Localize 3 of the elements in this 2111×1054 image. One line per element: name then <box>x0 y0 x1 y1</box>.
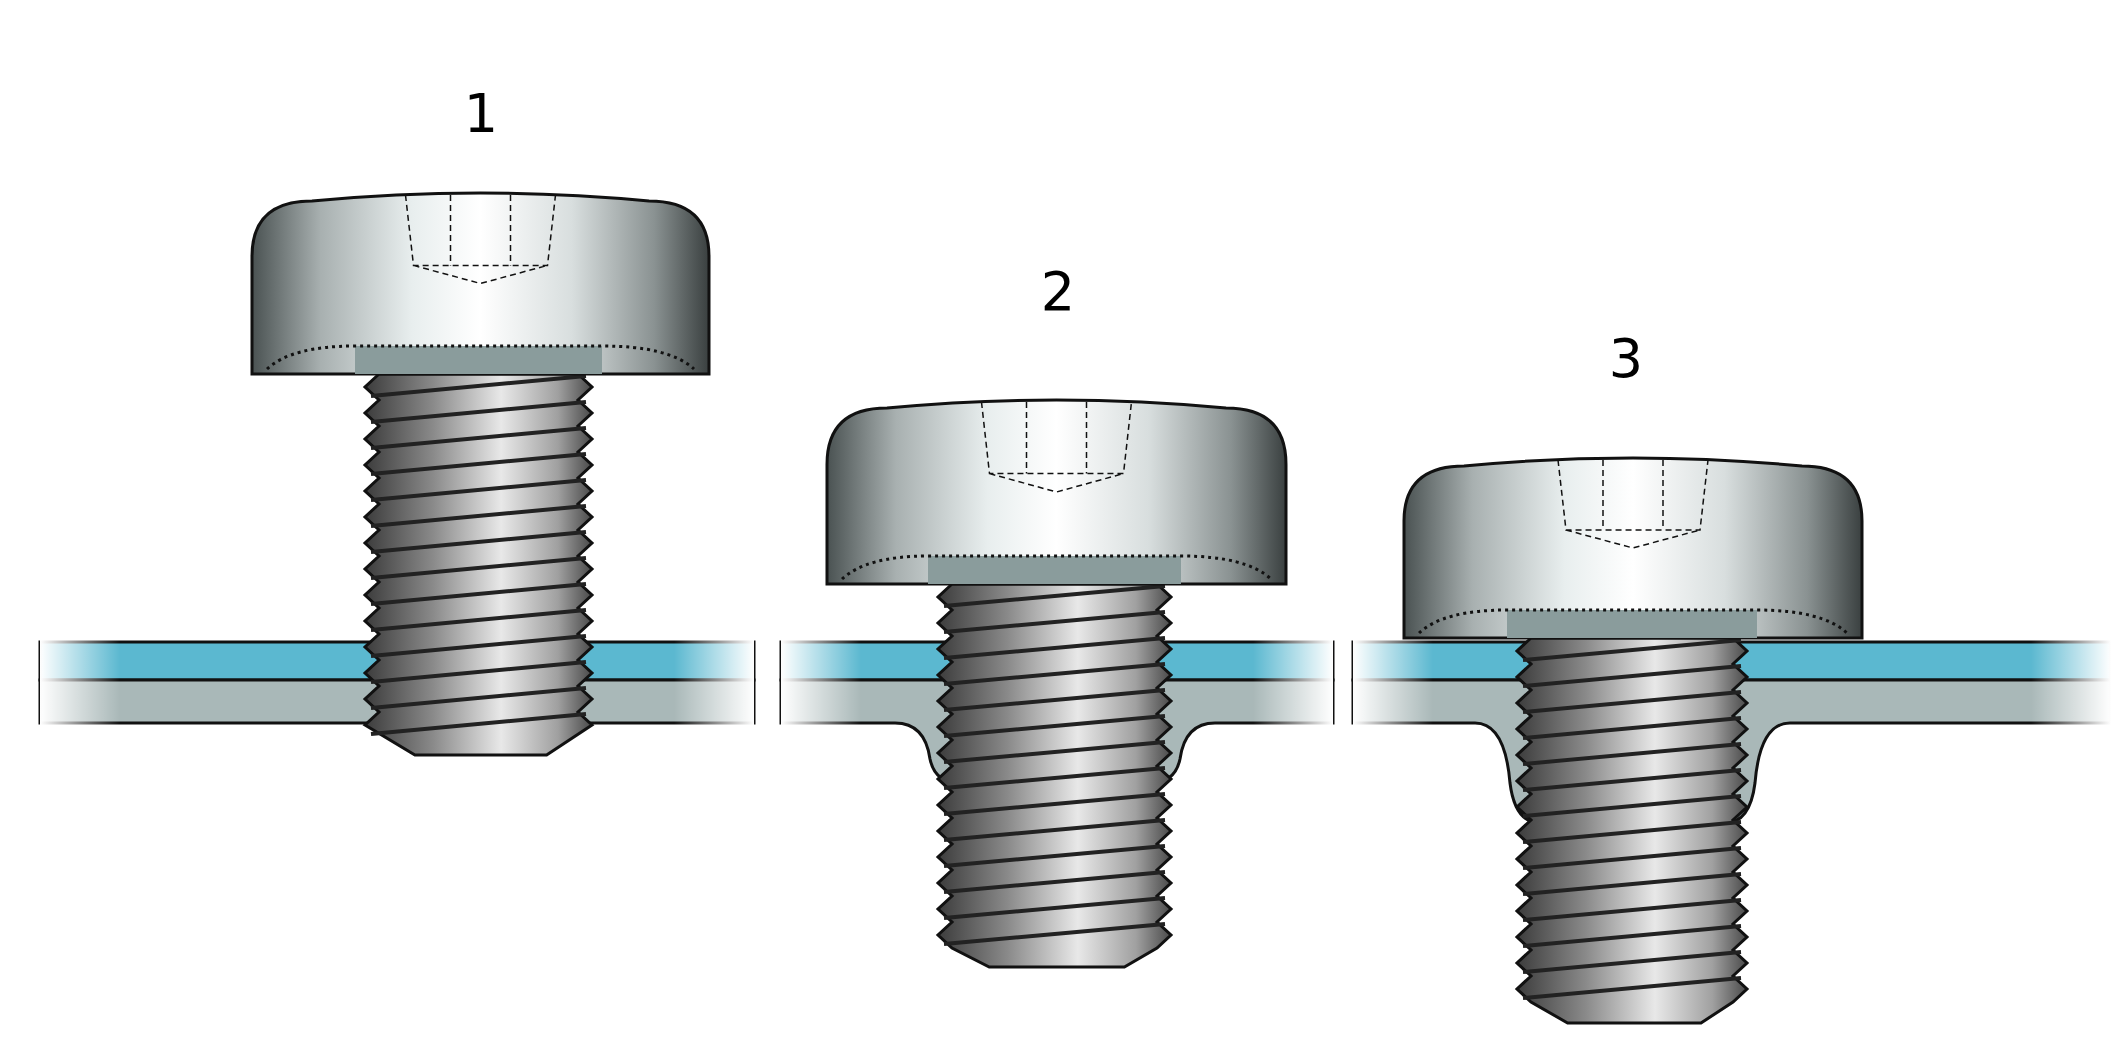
step-number: 2 <box>1040 265 1076 319</box>
step-number: 3 <box>1608 332 1644 386</box>
step-number: 1 <box>463 87 499 141</box>
